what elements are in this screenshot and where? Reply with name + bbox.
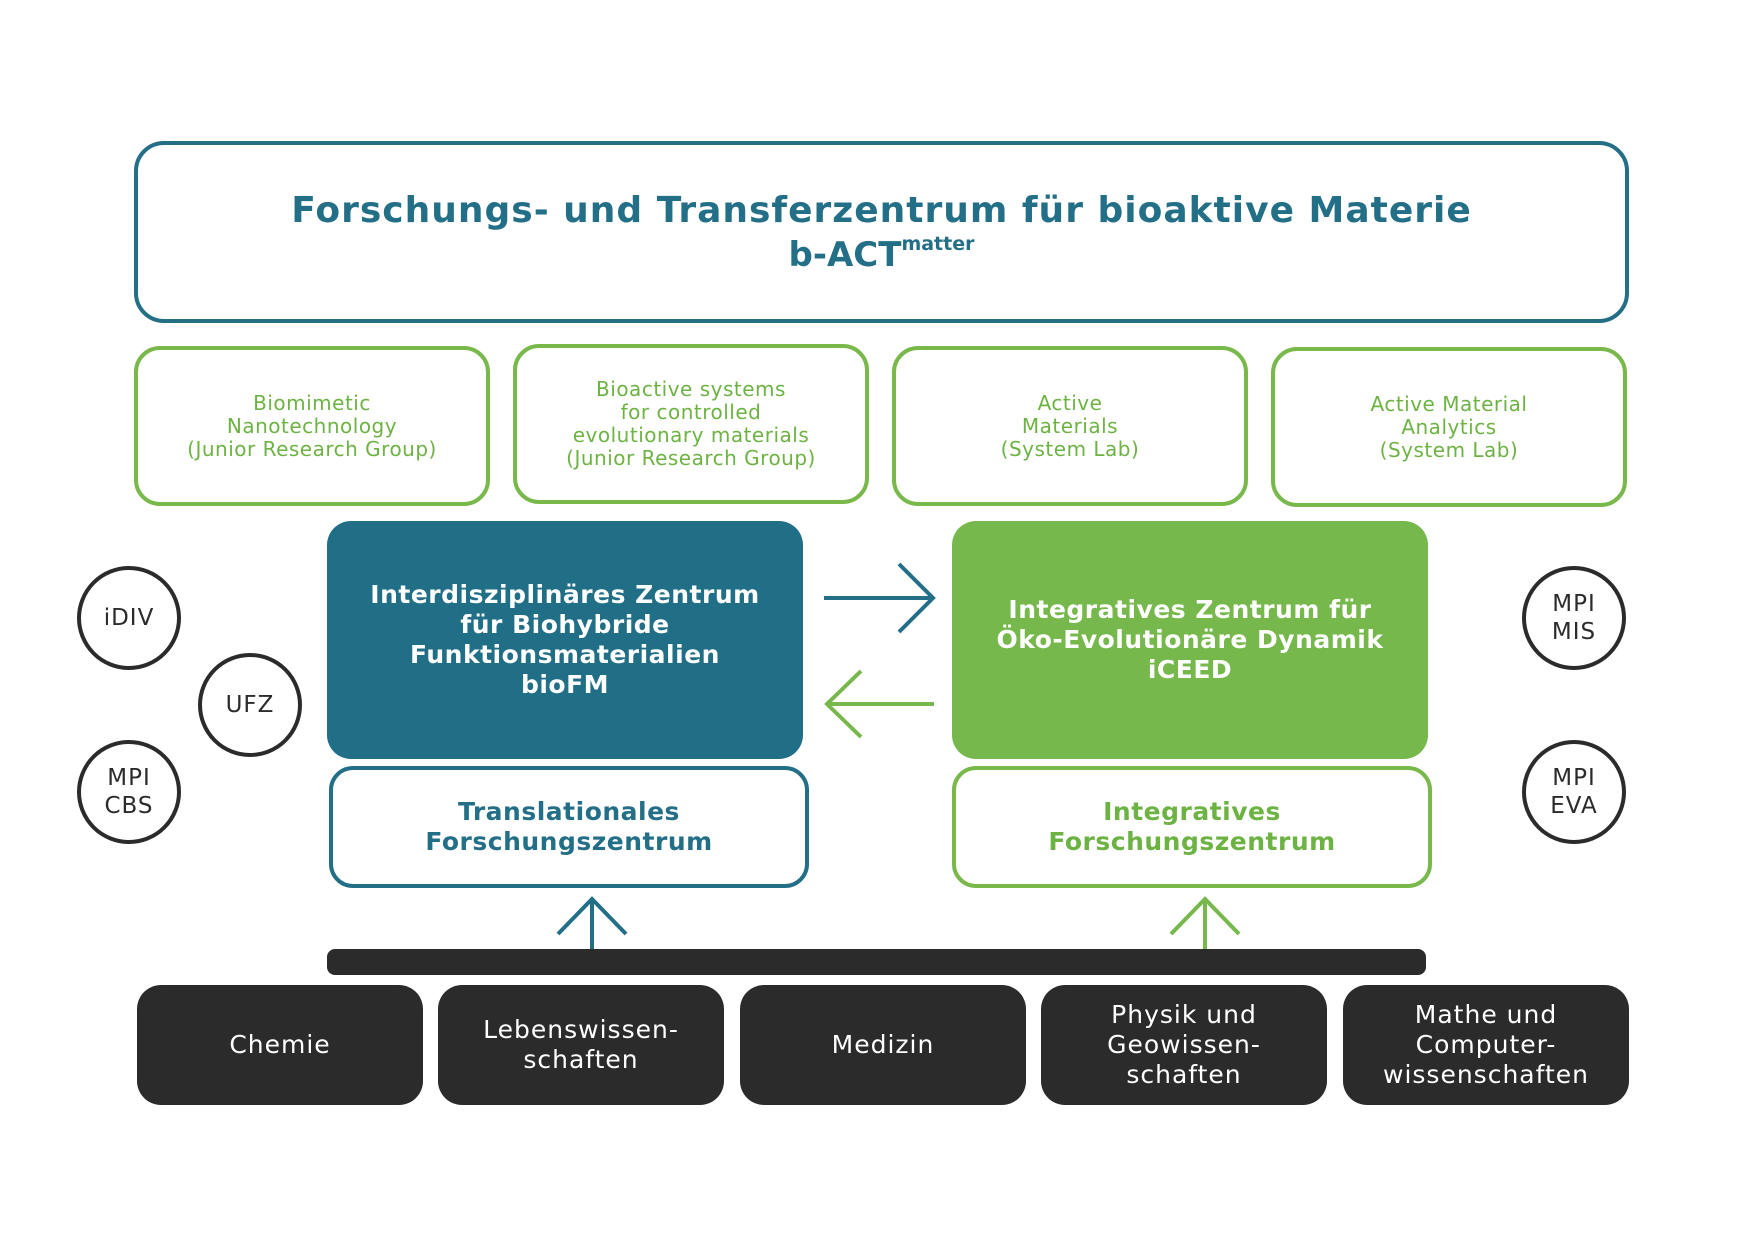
partner-label: iDIV: [103, 605, 155, 631]
center-biofm: Interdisziplinäres Zentrum für Biohybrid…: [327, 521, 803, 759]
partner-idiv: iDIV: [77, 566, 181, 670]
group-line: (System Lab): [1000, 436, 1140, 461]
title-acronym: b-ACT: [788, 234, 902, 275]
group-line: Analytics: [1401, 414, 1497, 439]
title-main: Forschungs- und Transferzentrum für bioa…: [291, 189, 1472, 231]
discipline-line: wissenschaften: [1383, 1060, 1589, 1089]
partner-mpi-mis: MPI MIS: [1522, 566, 1626, 670]
arrow-right-icon: [824, 562, 936, 634]
partner-ufz: UFZ: [198, 653, 302, 757]
research-line: Forschungszentrum: [1048, 827, 1336, 856]
group-line: Nanotechnology: [226, 413, 398, 438]
group-line: Active: [1037, 390, 1103, 415]
discipline-medizin: Medizin: [740, 985, 1026, 1105]
title-box: Forschungs- und Transferzentrum für bioa…: [134, 141, 1629, 323]
group-line: Bioactive systems: [596, 377, 786, 401]
group-line: evolutionary materials: [572, 423, 810, 447]
translational-research-center: Translationales Forschungszentrum: [329, 766, 809, 888]
discipline-line: Computer-: [1415, 1030, 1557, 1059]
arrow-up-teal-icon: [556, 896, 628, 951]
partner-label: MPI: [1552, 765, 1596, 791]
group-biomimetic-nanotechnology: Biomimetic Nanotechnology (Junior Resear…: [134, 346, 490, 506]
discipline-line: schaften: [523, 1045, 639, 1074]
partner-label: EVA: [1550, 793, 1598, 819]
group-line: Biomimetic: [253, 390, 371, 415]
group-line: (System Lab): [1379, 437, 1519, 462]
group-active-materials: Active Materials (System Lab): [892, 346, 1248, 506]
partner-mpi-eva: MPI EVA: [1522, 740, 1626, 844]
center-iceed: Integratives Zentrum für Öko-Evolutionär…: [952, 521, 1428, 759]
group-active-material-analytics: Active Material Analytics (System Lab): [1271, 347, 1627, 507]
group-line: Active Material: [1370, 391, 1528, 416]
partner-label: MIS: [1551, 619, 1597, 645]
discipline-line: Physik und: [1111, 1000, 1257, 1029]
center-line: iCEED: [1147, 655, 1233, 684]
partner-label: CBS: [104, 793, 154, 819]
discipline-line: schaften: [1126, 1060, 1242, 1089]
partner-label: MPI: [1552, 591, 1596, 617]
group-line: Materials: [1021, 413, 1119, 438]
group-line: (Junior Research Group): [566, 446, 816, 470]
discipline-chemie: Chemie: [137, 985, 423, 1105]
discipline-line: Mathe und: [1414, 1000, 1558, 1029]
group-line: (Junior Research Group): [187, 436, 437, 461]
partner-mpi-cbs: MPI CBS: [77, 740, 181, 844]
group-bioactive-systems: Bioactive systems for controlled evoluti…: [513, 344, 869, 504]
partner-label: MPI: [107, 765, 151, 791]
group-line: for controlled: [620, 400, 762, 424]
discipline-mathe-informatik: Mathe und Computer- wissenschaften: [1343, 985, 1629, 1105]
research-line: Translationales: [458, 797, 680, 826]
center-line: Interdisziplinäres Zentrum: [370, 580, 760, 609]
center-line: bioFM: [520, 670, 610, 699]
discipline-line: Chemie: [229, 1030, 331, 1059]
research-line: Forschungszentrum: [425, 827, 713, 856]
discipline-line: Medizin: [831, 1030, 935, 1059]
research-line: Integratives: [1103, 797, 1281, 826]
partner-label: UFZ: [225, 692, 275, 718]
center-line: Integratives Zentrum für: [1008, 595, 1372, 624]
center-line: Öko-Evolutionäre Dynamik: [996, 625, 1384, 654]
center-line: für Biohybride: [460, 610, 670, 639]
discipline-line: Lebenswissen-: [483, 1015, 679, 1044]
discipline-lebenswissenschaften: Lebenswissen- schaften: [438, 985, 724, 1105]
arrow-up-green-icon: [1169, 896, 1241, 951]
discipline-line: Geowissen-: [1107, 1030, 1261, 1059]
foundation-bar: [327, 949, 1426, 975]
arrow-left-icon: [824, 669, 934, 739]
title-acronym-superscript: matter: [901, 232, 975, 255]
title-subtitle: b-ACTmatter: [789, 233, 975, 275]
discipline-physik-geowissenschaften: Physik und Geowissen- schaften: [1041, 985, 1327, 1105]
integrative-research-center: Integratives Forschungszentrum: [952, 766, 1432, 888]
center-line: Funktionsmaterialien: [410, 640, 720, 669]
